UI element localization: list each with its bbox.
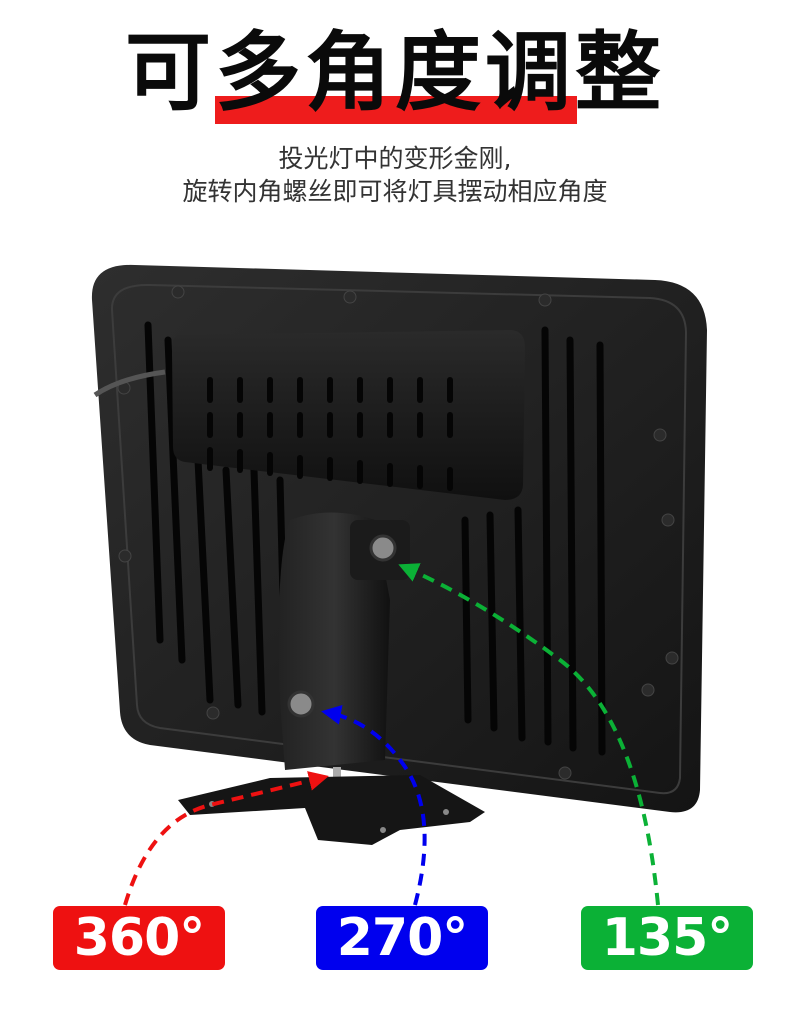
middle-hinge-bolt — [287, 690, 315, 718]
subtitle-line-2: 旋转内角螺丝即可将灯具摆动相应角度 — [182, 177, 608, 206]
mounting-bracket — [178, 512, 485, 845]
angle-badge-270: 270° — [316, 906, 488, 970]
subtitle-line-1: 投光灯中的变形金刚, — [278, 144, 512, 173]
power-cable — [93, 369, 166, 398]
angle-badge-135: 135° — [581, 906, 753, 970]
headline-section: 可多角度调整 — [0, 0, 790, 140]
upper-hinge-bolt — [369, 534, 397, 562]
headline-title: 可多角度调整 — [125, 23, 665, 123]
headline-accent-bar — [215, 96, 577, 124]
base-pivot-screw — [333, 767, 341, 777]
arrow-270 — [321, 704, 427, 906]
arrow-135 — [398, 563, 660, 906]
angle-badge-360: 360° — [53, 906, 225, 970]
driver-box — [172, 330, 525, 500]
arrow-360 — [123, 771, 329, 906]
subtitle: 投光灯中的变形金刚, 旋转内角螺丝即可将灯具摆动相应角度 — [0, 142, 790, 208]
